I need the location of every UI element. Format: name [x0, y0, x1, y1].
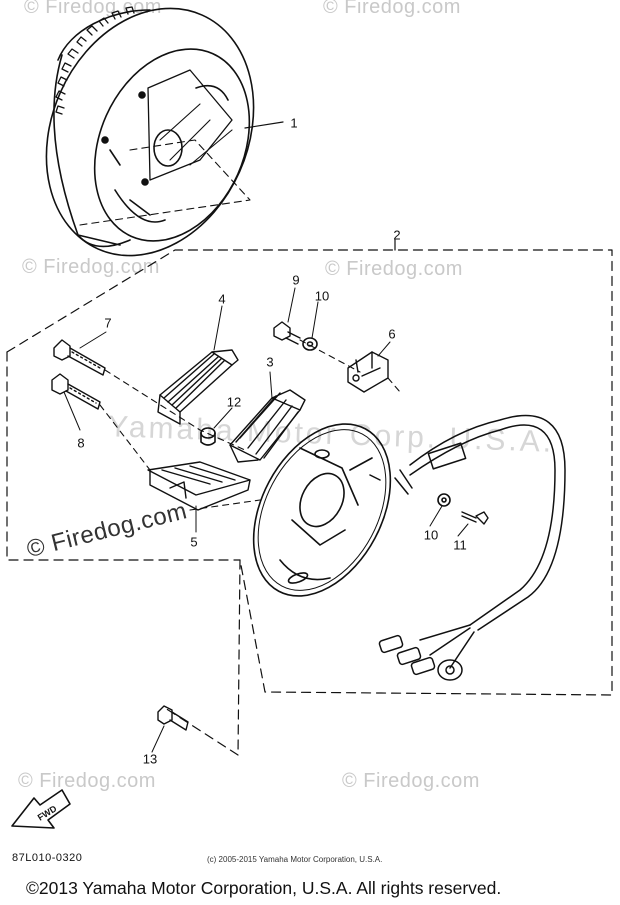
stator-base-plate [252, 423, 392, 597]
inner-copyright: (c) 2005-2015 Yamaha Motor Corporation, … [207, 855, 383, 864]
washer [302, 337, 451, 507]
watermark-firedog: © Firedog.com [18, 770, 156, 792]
watermark-firedog: © Firedog.com [22, 256, 160, 278]
footer-copyright: ©2013 Yamaha Motor Corporation, U.S.A. A… [26, 878, 502, 898]
leader-lines [63, 287, 469, 753]
reference-lines [99, 339, 401, 511]
callout-10: 10 [314, 288, 330, 304]
fwd-arrow-icon [11, 789, 71, 829]
callout-10: 10 [423, 527, 439, 543]
watermark-firedog: © Firedog.com [323, 0, 461, 18]
callout-7: 7 [104, 315, 112, 331]
callout-11: 11 [453, 537, 467, 553]
collar [200, 427, 216, 446]
callout-9: 9 [292, 272, 300, 288]
bolt-long-2 [51, 373, 101, 410]
callout-2: 2 [393, 227, 401, 243]
callout-3: 3 [266, 354, 274, 370]
callout-12: 12 [226, 394, 242, 410]
pulser-coil [147, 461, 251, 511]
charge-coil [229, 389, 306, 463]
screw [273, 321, 301, 345]
screw-small [461, 511, 489, 525]
watermark-firedog: © Firedog.com [24, 0, 162, 18]
callout-8: 8 [77, 435, 85, 451]
bolt-short [157, 705, 189, 731]
bolt-long [53, 339, 106, 376]
callout-1: 1 [290, 115, 298, 131]
bracket [347, 351, 389, 393]
lighting-coil [157, 349, 239, 425]
wire-harness [369, 414, 566, 681]
callout-13: 13 [142, 751, 158, 767]
part-number: 87L010-0320 [12, 852, 83, 864]
callout-4: 4 [218, 291, 226, 307]
flywheel [45, 6, 284, 257]
watermark-firedog: © Firedog.com [325, 258, 463, 280]
callout-5: 5 [190, 534, 198, 550]
watermark-firedog: © Firedog.com [342, 770, 480, 792]
callout-6: 6 [388, 326, 396, 342]
assembly-boundary [6, 239, 613, 756]
